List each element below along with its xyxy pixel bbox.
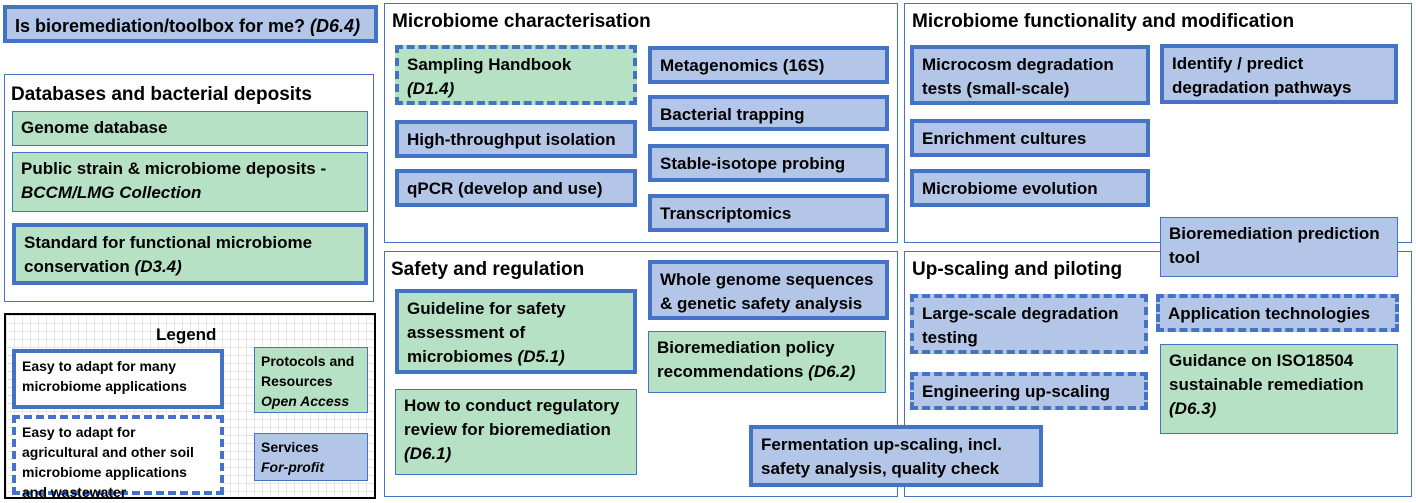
legend-dashed-box: Easy to adapt for agricultural and other… bbox=[12, 415, 224, 500]
policy-recommendations-text: Bioremediation policy recommendations bbox=[657, 338, 835, 381]
identify-pathways-box: Identify / predict degradation pathways bbox=[1160, 44, 1398, 104]
microbiome-evolution-text: Microbiome evolution bbox=[922, 179, 1098, 198]
iso-guidance-box: Guidance on ISO18504 sustainable remedia… bbox=[1160, 344, 1398, 434]
toolbox-question-ref: (D6.4) bbox=[310, 16, 361, 36]
sampling-handbook-ref: (D1.4) bbox=[407, 79, 455, 98]
public-deposits-collection: BCCM/LMG Collection bbox=[21, 183, 202, 202]
large-scale-testing-text: Large-scale degradation testing bbox=[922, 304, 1119, 347]
transcriptomics-text: Transcriptomics bbox=[660, 204, 792, 223]
legend-title: Legend bbox=[156, 325, 217, 344]
policy-recommendations-ref: (D6.2) bbox=[808, 362, 856, 381]
iso-guidance-ref: (D6.3) bbox=[1169, 399, 1217, 418]
standard-conservation-ref: (D3.4) bbox=[134, 257, 182, 276]
public-deposits-text: Public strain & microbiome deposits - bbox=[21, 159, 327, 178]
public-deposits-box: Public strain & microbiome deposits - BC… bbox=[12, 152, 368, 212]
databases-title: Databases and bacterial deposits bbox=[11, 84, 312, 105]
whole-genome-text: Whole genome sequences & genetic safety … bbox=[660, 270, 874, 313]
stable-isotope-text: Stable-isotope probing bbox=[660, 154, 846, 173]
standard-conservation-text: Standard for functional microbiome conse… bbox=[24, 233, 313, 276]
engineering-upscaling-box: Engineering up-scaling bbox=[910, 372, 1148, 410]
guideline-safety-box: Guideline for safety assessment of micro… bbox=[395, 289, 637, 374]
guideline-safety-ref: (D5.1) bbox=[517, 347, 565, 366]
engineering-upscaling-text: Engineering up-scaling bbox=[922, 382, 1110, 401]
qpcr-text: qPCR (develop and use) bbox=[407, 179, 603, 198]
microcosm-box: Microcosm degradation tests (small-scale… bbox=[910, 45, 1150, 105]
legend-green-label: Protocols and Resources bbox=[261, 353, 355, 389]
metagenomics-box: Metagenomics (16S) bbox=[648, 46, 889, 84]
characterisation-title: Microbiome characterisation bbox=[392, 11, 651, 32]
toolbox-question-box: Is bioremediation/toolbox for me? (D6.4) bbox=[3, 5, 378, 43]
bacterial-trapping-text: Bacterial trapping bbox=[660, 105, 805, 124]
policy-recommendations-box: Bioremediation policy recommendations (D… bbox=[648, 331, 886, 393]
legend-green-sub: Open Access bbox=[261, 393, 350, 409]
enrichment-cultures-box: Enrichment cultures bbox=[910, 119, 1150, 157]
high-throughput-text: High-throughput isolation bbox=[407, 130, 616, 149]
legend-dashed-label: Easy to adapt for agricultural and other… bbox=[22, 424, 194, 500]
legend-blue-sub: For-profit bbox=[261, 459, 324, 475]
sampling-handbook-box: Sampling Handbook (D1.4) bbox=[395, 45, 637, 105]
application-technologies-text: Application technologies bbox=[1168, 304, 1371, 323]
fermentation-text: Fermentation up-scaling, incl. safety an… bbox=[761, 435, 1002, 478]
regulatory-review-box: How to conduct regulatory review for bio… bbox=[395, 389, 637, 475]
legend-solid-box: Easy to adapt for many microbiome applic… bbox=[12, 349, 224, 409]
regulatory-review-text: How to conduct regulatory review for bio… bbox=[404, 396, 620, 439]
prediction-tool-box: Bioremediation prediction tool bbox=[1160, 217, 1398, 277]
large-scale-testing-box: Large-scale degradation testing bbox=[910, 294, 1148, 354]
sampling-handbook-text: Sampling Handbook bbox=[407, 55, 572, 74]
prediction-tool-text: Bioremediation prediction tool bbox=[1169, 224, 1380, 267]
iso-guidance-text: Guidance on ISO18504 sustainable remedia… bbox=[1169, 351, 1364, 394]
high-throughput-box: High-throughput isolation bbox=[395, 120, 637, 158]
genome-database-text: Genome database bbox=[21, 118, 168, 137]
legend-green-box: Protocols and Resources Open Access bbox=[254, 347, 368, 413]
genome-database-box: Genome database bbox=[12, 111, 368, 146]
legend-blue-box: Services For-profit bbox=[254, 433, 368, 481]
functionality-title: Microbiome functionality and modificatio… bbox=[912, 11, 1295, 32]
legend-blue-label: Services bbox=[261, 439, 319, 455]
regulatory-review-ref: (D6.1) bbox=[404, 444, 452, 463]
guideline-safety-text: Guideline for safety assessment of micro… bbox=[407, 299, 566, 366]
upscaling-title: Up-scaling and piloting bbox=[912, 259, 1123, 280]
legend-solid-label: Easy to adapt for many microbiome applic… bbox=[22, 358, 187, 394]
stable-isotope-box: Stable-isotope probing bbox=[648, 144, 889, 182]
fermentation-box: Fermentation up-scaling, incl. safety an… bbox=[749, 425, 1043, 487]
application-technologies-box: Application technologies bbox=[1156, 294, 1399, 332]
safety-title: Safety and regulation bbox=[391, 259, 585, 280]
transcriptomics-box: Transcriptomics bbox=[648, 194, 889, 232]
whole-genome-box: Whole genome sequences & genetic safety … bbox=[648, 260, 889, 320]
toolbox-question-text: Is bioremediation/toolbox for me? bbox=[15, 16, 306, 36]
qpcr-box: qPCR (develop and use) bbox=[395, 169, 637, 207]
bacterial-trapping-box: Bacterial trapping bbox=[648, 95, 889, 131]
metagenomics-text: Metagenomics (16S) bbox=[660, 56, 825, 75]
microbiome-evolution-box: Microbiome evolution bbox=[910, 169, 1150, 207]
microcosm-text: Microcosm degradation tests (small-scale… bbox=[922, 55, 1114, 98]
identify-pathways-text: Identify / predict degradation pathways bbox=[1172, 54, 1352, 97]
standard-conservation-box: Standard for functional microbiome conse… bbox=[12, 223, 368, 285]
legend-panel: Legend Easy to adapt for many microbiome… bbox=[4, 313, 376, 500]
enrichment-cultures-text: Enrichment cultures bbox=[922, 129, 1087, 148]
